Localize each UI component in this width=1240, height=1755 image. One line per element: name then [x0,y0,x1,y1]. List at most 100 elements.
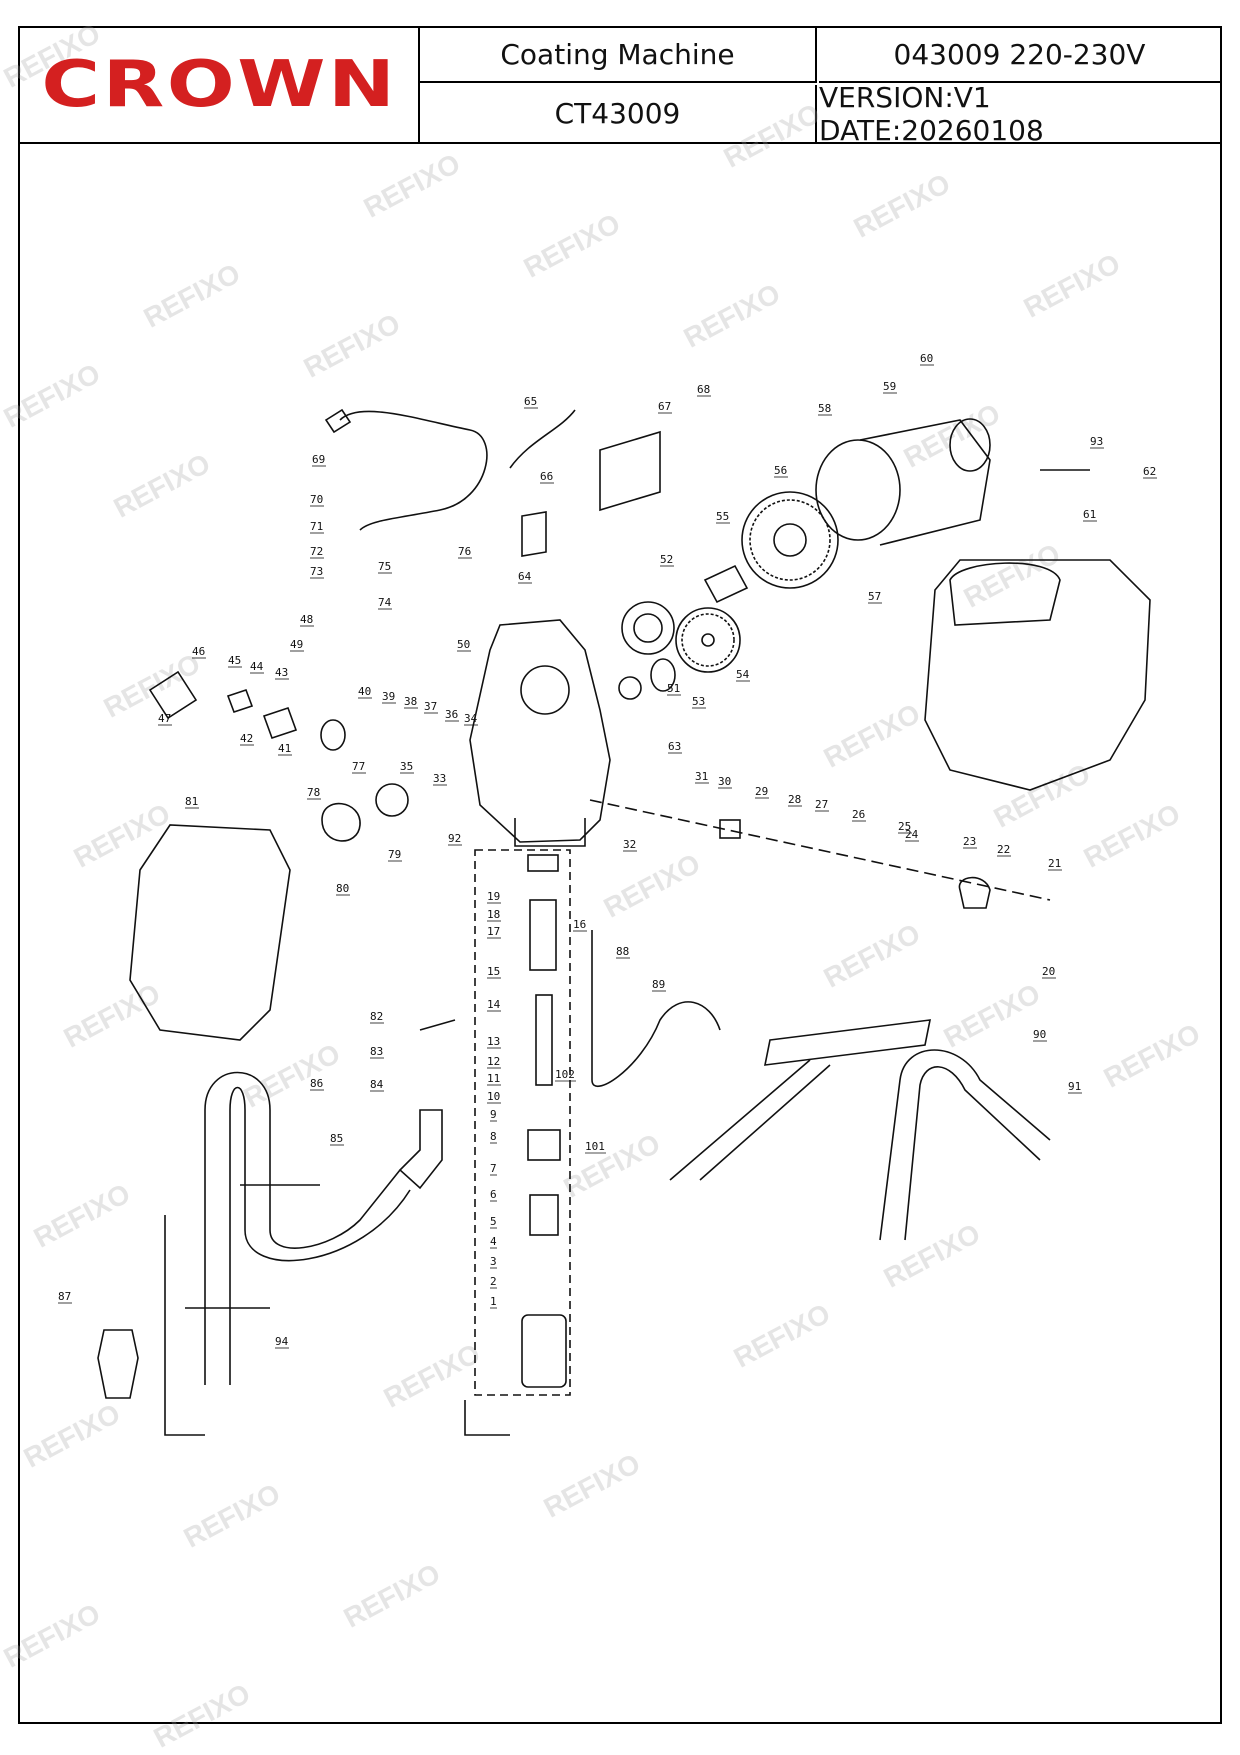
part-label-51: 51 [667,682,680,695]
part-label-74: 74 [378,596,392,609]
part-number-labels: 1234567891011121314151617181920212223242… [58,352,1157,1349]
ring [320,719,346,751]
pump-axis [589,799,1051,901]
part-label-85: 85 [330,1132,343,1145]
product-name: Coating Machine [420,28,817,83]
part-label-47: 47 [158,712,171,725]
part-label-11: 11 [487,1072,500,1085]
part-label-48: 48 [300,613,313,626]
packing-stack [529,899,557,971]
strainer [97,1329,139,1399]
part-label-50: 50 [457,638,470,651]
part-label-70: 70 [310,493,323,506]
part-label-19: 19 [487,890,500,903]
item-code: 043009 220-230V [819,28,1220,83]
return-hose [591,930,721,1087]
part-label-45: 45 [228,654,241,667]
piston-rod [535,994,553,1086]
part-label-62: 62 [1143,465,1156,478]
part-label-68: 68 [697,383,710,396]
part-label-38: 38 [404,695,417,708]
part-label-30: 30 [718,775,731,788]
model-number: CT43009 [420,85,817,142]
part-label-49: 49 [290,638,303,651]
part-label-60: 60 [920,352,933,365]
circuit-board [599,430,661,512]
valve-nut [719,819,741,839]
bearing [621,601,675,655]
title-block: CROWN Coating Machine 043009 220-230V CT… [20,28,1220,147]
part-label-18: 18 [487,908,500,921]
part-label-81: 81 [185,795,198,808]
large-gear-teeth [749,499,831,581]
part-label-66: 66 [540,470,553,483]
part-label-87: 87 [58,1290,71,1303]
version-date: VERSION:V1 DATE:20260108 [819,80,1044,147]
part-label-57: 57 [868,590,881,603]
part-label-92: 92 [448,832,461,845]
valve-body [527,1129,561,1161]
part-label-79: 79 [388,848,401,861]
drawing-sheet: CROWN Coating Machine 043009 220-230V CT… [18,26,1222,1724]
part-label-13: 13 [487,1035,500,1048]
part-label-78: 78 [307,786,320,799]
part-label-72: 72 [310,545,323,558]
part-label-75: 75 [378,560,391,573]
part-label-2: 2 [490,1275,497,1288]
foot-valve-housing [521,1314,567,1388]
part-label-33: 33 [433,772,446,785]
part-label-24: 24 [905,828,919,841]
part-label-26: 26 [852,808,865,821]
part-label-69: 69 [312,453,325,466]
part-label-15: 15 [487,965,500,978]
part-label-91: 91 [1068,1080,1081,1093]
inlet-seat [529,1194,559,1236]
part-label-12: 12 [487,1055,500,1068]
part-label-42: 42 [240,732,253,745]
fan [949,418,991,472]
part-label-58: 58 [818,402,831,415]
part-label-16: 16 [573,918,586,931]
gear-hub [701,633,715,647]
front-shroud [129,824,291,1041]
part-label-80: 80 [336,882,349,895]
packing-nut [527,854,559,872]
part-label-1: 1 [490,1295,497,1308]
plug [324,408,352,434]
gear [675,607,741,673]
part-label-59: 59 [883,380,896,393]
part-label-22: 22 [997,843,1010,856]
top-cover [924,559,1151,791]
part-label-46: 46 [192,645,205,658]
leader-lines [164,1019,510,1436]
part-label-37: 37 [424,700,437,713]
part-label-101: 101 [585,1140,605,1153]
large-gear-hub [773,523,807,557]
part-label-67: 67 [658,400,671,413]
crank-shaft [703,564,749,604]
eccentric [650,658,676,692]
clamp [321,802,361,842]
part-label-14: 14 [487,998,501,1011]
part-label-36: 36 [445,708,458,721]
part-label-90: 90 [1033,1028,1046,1041]
bracket [521,511,547,557]
regulator [262,706,298,740]
part-label-41: 41 [278,742,291,755]
diagram-parts [97,408,1151,1436]
part-label-93: 93 [1090,435,1103,448]
part-label-31: 31 [695,770,708,783]
bearing-inner [633,613,663,643]
logo-cell: CROWN [20,28,420,142]
part-label-39: 39 [382,690,395,703]
part-label-73: 73 [310,565,323,578]
motor-endcap [815,439,901,541]
part-label-4: 4 [490,1235,497,1248]
part-label-89: 89 [652,978,665,991]
part-label-88: 88 [616,945,629,958]
part-label-34: 34 [464,712,478,725]
knob [148,670,198,720]
part-label-55: 55 [716,510,729,523]
wire [509,409,576,469]
